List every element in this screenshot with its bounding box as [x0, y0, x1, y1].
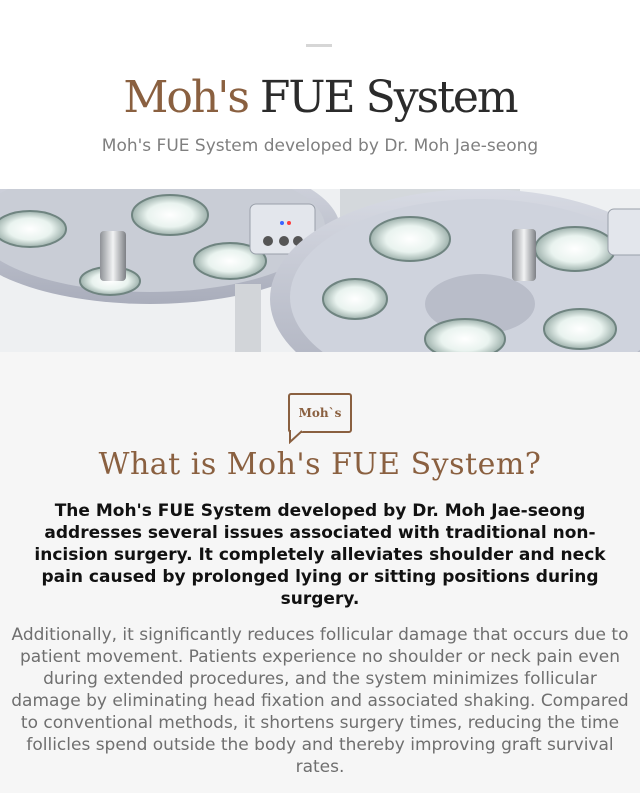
hero-image [0, 189, 640, 352]
surgical-lamp-illustration [0, 189, 640, 352]
speech-bubble-tail-icon [289, 430, 304, 444]
section-heading: What is Moh's FUE System? [98, 447, 542, 482]
title-rest: FUE System [247, 72, 519, 123]
page-subtitle: Moh's FUE System developed by Dr. Moh Ja… [101, 136, 539, 156]
lead-paragraph: The Moh's FUE System developed by Dr. Mo… [34, 501, 606, 609]
divider-bar [306, 44, 332, 47]
header-section: Moh's FUE System Moh's FUE System develo… [0, 0, 640, 189]
page-title: Moh's FUE System [0, 70, 640, 126]
body-paragraph: Additionally, it significantly reduces f… [11, 625, 629, 777]
speech-bubble-badge: Moh`s [288, 393, 352, 433]
intro-section: Moh`s What is Moh's FUE System? The Moh'… [0, 352, 640, 793]
title-brand: Moh's [123, 72, 250, 123]
